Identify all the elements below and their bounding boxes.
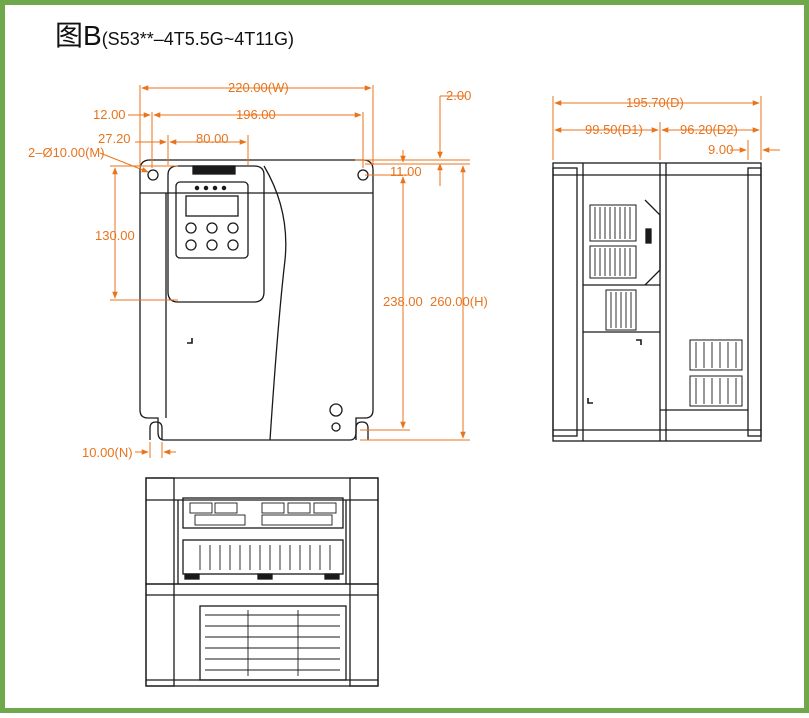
figure-title: 图B(S53**–4T5.5G~4T11G) — [55, 14, 294, 54]
dim-panel-height: 130.00 — [95, 228, 135, 243]
bottom-vent-rows — [205, 610, 340, 676]
dim-hole-spacing: 196.00 — [236, 107, 276, 122]
dim-mount-hole: 2–Ø10.00(M) — [28, 145, 105, 160]
side-view — [552, 162, 762, 442]
dim-depth-d2: 96.20(D2) — [680, 122, 738, 137]
dim-hole-top: 11.00 — [390, 164, 422, 179]
side-vent-slots — [594, 207, 737, 404]
front-dimension-labels: 220.00(W) 196.00 12.00 27.20 80.00 2–Ø10… — [28, 80, 488, 460]
dim-depth-d: 195.70(D) — [626, 95, 684, 110]
dim-edge-offset: 12.00 — [93, 107, 126, 122]
dim-panel-width: 80.00 — [196, 131, 229, 146]
dim-height-h: 260.00(H) — [430, 294, 488, 309]
bottom-terminal-slots — [189, 502, 337, 570]
dim-hole-spacing-v: 238.00 — [383, 294, 423, 309]
side-dimensions — [552, 96, 780, 160]
bottom-view — [145, 477, 379, 687]
dim-slot-width: 10.00(N) — [82, 445, 133, 460]
figure-title-main: 图B — [55, 20, 102, 51]
dim-offset: 9.00 — [708, 142, 733, 157]
side-dimension-labels: 195.70(D) 99.50(D1) 96.20(D2) 9.00 — [585, 95, 738, 157]
dim-panel-offset: 27.20 — [98, 131, 131, 146]
figure-title-model: (S53**–4T5.5G~4T11G) — [101, 29, 294, 49]
dim-depth-d1: 99.50(D1) — [585, 122, 643, 137]
dim-width-w: 220.00(W) — [228, 80, 289, 95]
dim-top-gap: 2.00 — [446, 88, 471, 103]
front-dimensions — [99, 85, 470, 458]
